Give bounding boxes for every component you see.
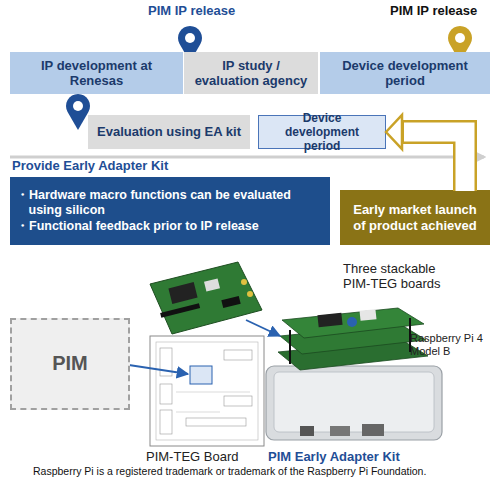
text-label: Raspberry Pi is a registered trademark o… [33, 465, 426, 477]
process-box: Device development period [258, 115, 386, 149]
text-label: Three stackable PIM-TEG boards [343, 262, 455, 292]
text-label: PIM-TEG Board [146, 450, 238, 465]
box-text: ・Functional feedback prior to IP release [16, 219, 259, 234]
box-text: Device development period [265, 111, 379, 153]
board-drawing [150, 336, 264, 446]
process-box: PIM [10, 318, 130, 410]
box-text: Evaluation using EA kit [97, 124, 241, 139]
process-box: Provide Early Adapter Kit・Hardware macro… [10, 177, 330, 245]
box-text: IP study / evaluation agency [190, 58, 312, 89]
process-box: Evaluation using EA kit [88, 115, 250, 149]
box-text: Early market launch of product achieved [346, 202, 484, 233]
box-text: PIM [52, 352, 88, 376]
text-label: Raspberry Pi 4 Model B [410, 332, 498, 357]
box-text: ・Hardware macro functions can be evaluat… [16, 188, 324, 218]
box-heading: Provide Early Adapter Kit [12, 158, 168, 173]
text-label: PIM IP release [390, 4, 477, 19]
kit-photo [266, 308, 442, 440]
box-text: Device development period [326, 58, 484, 89]
pcb-photo [150, 262, 262, 334]
text-label: PIM Early Adapter Kit [268, 450, 400, 465]
hollow-arrow [386, 115, 465, 191]
process-box: IP development at Renesas [10, 52, 183, 94]
process-box: IP study / evaluation agency [184, 52, 318, 94]
box-text: IP development at Renesas [16, 58, 177, 89]
process-box: Early market launch of product achieved [340, 190, 490, 245]
leader-arrow [246, 320, 280, 336]
location-pin [66, 94, 90, 130]
text-label: PIM IP release [148, 4, 235, 19]
process-box: Device development period [320, 52, 490, 94]
